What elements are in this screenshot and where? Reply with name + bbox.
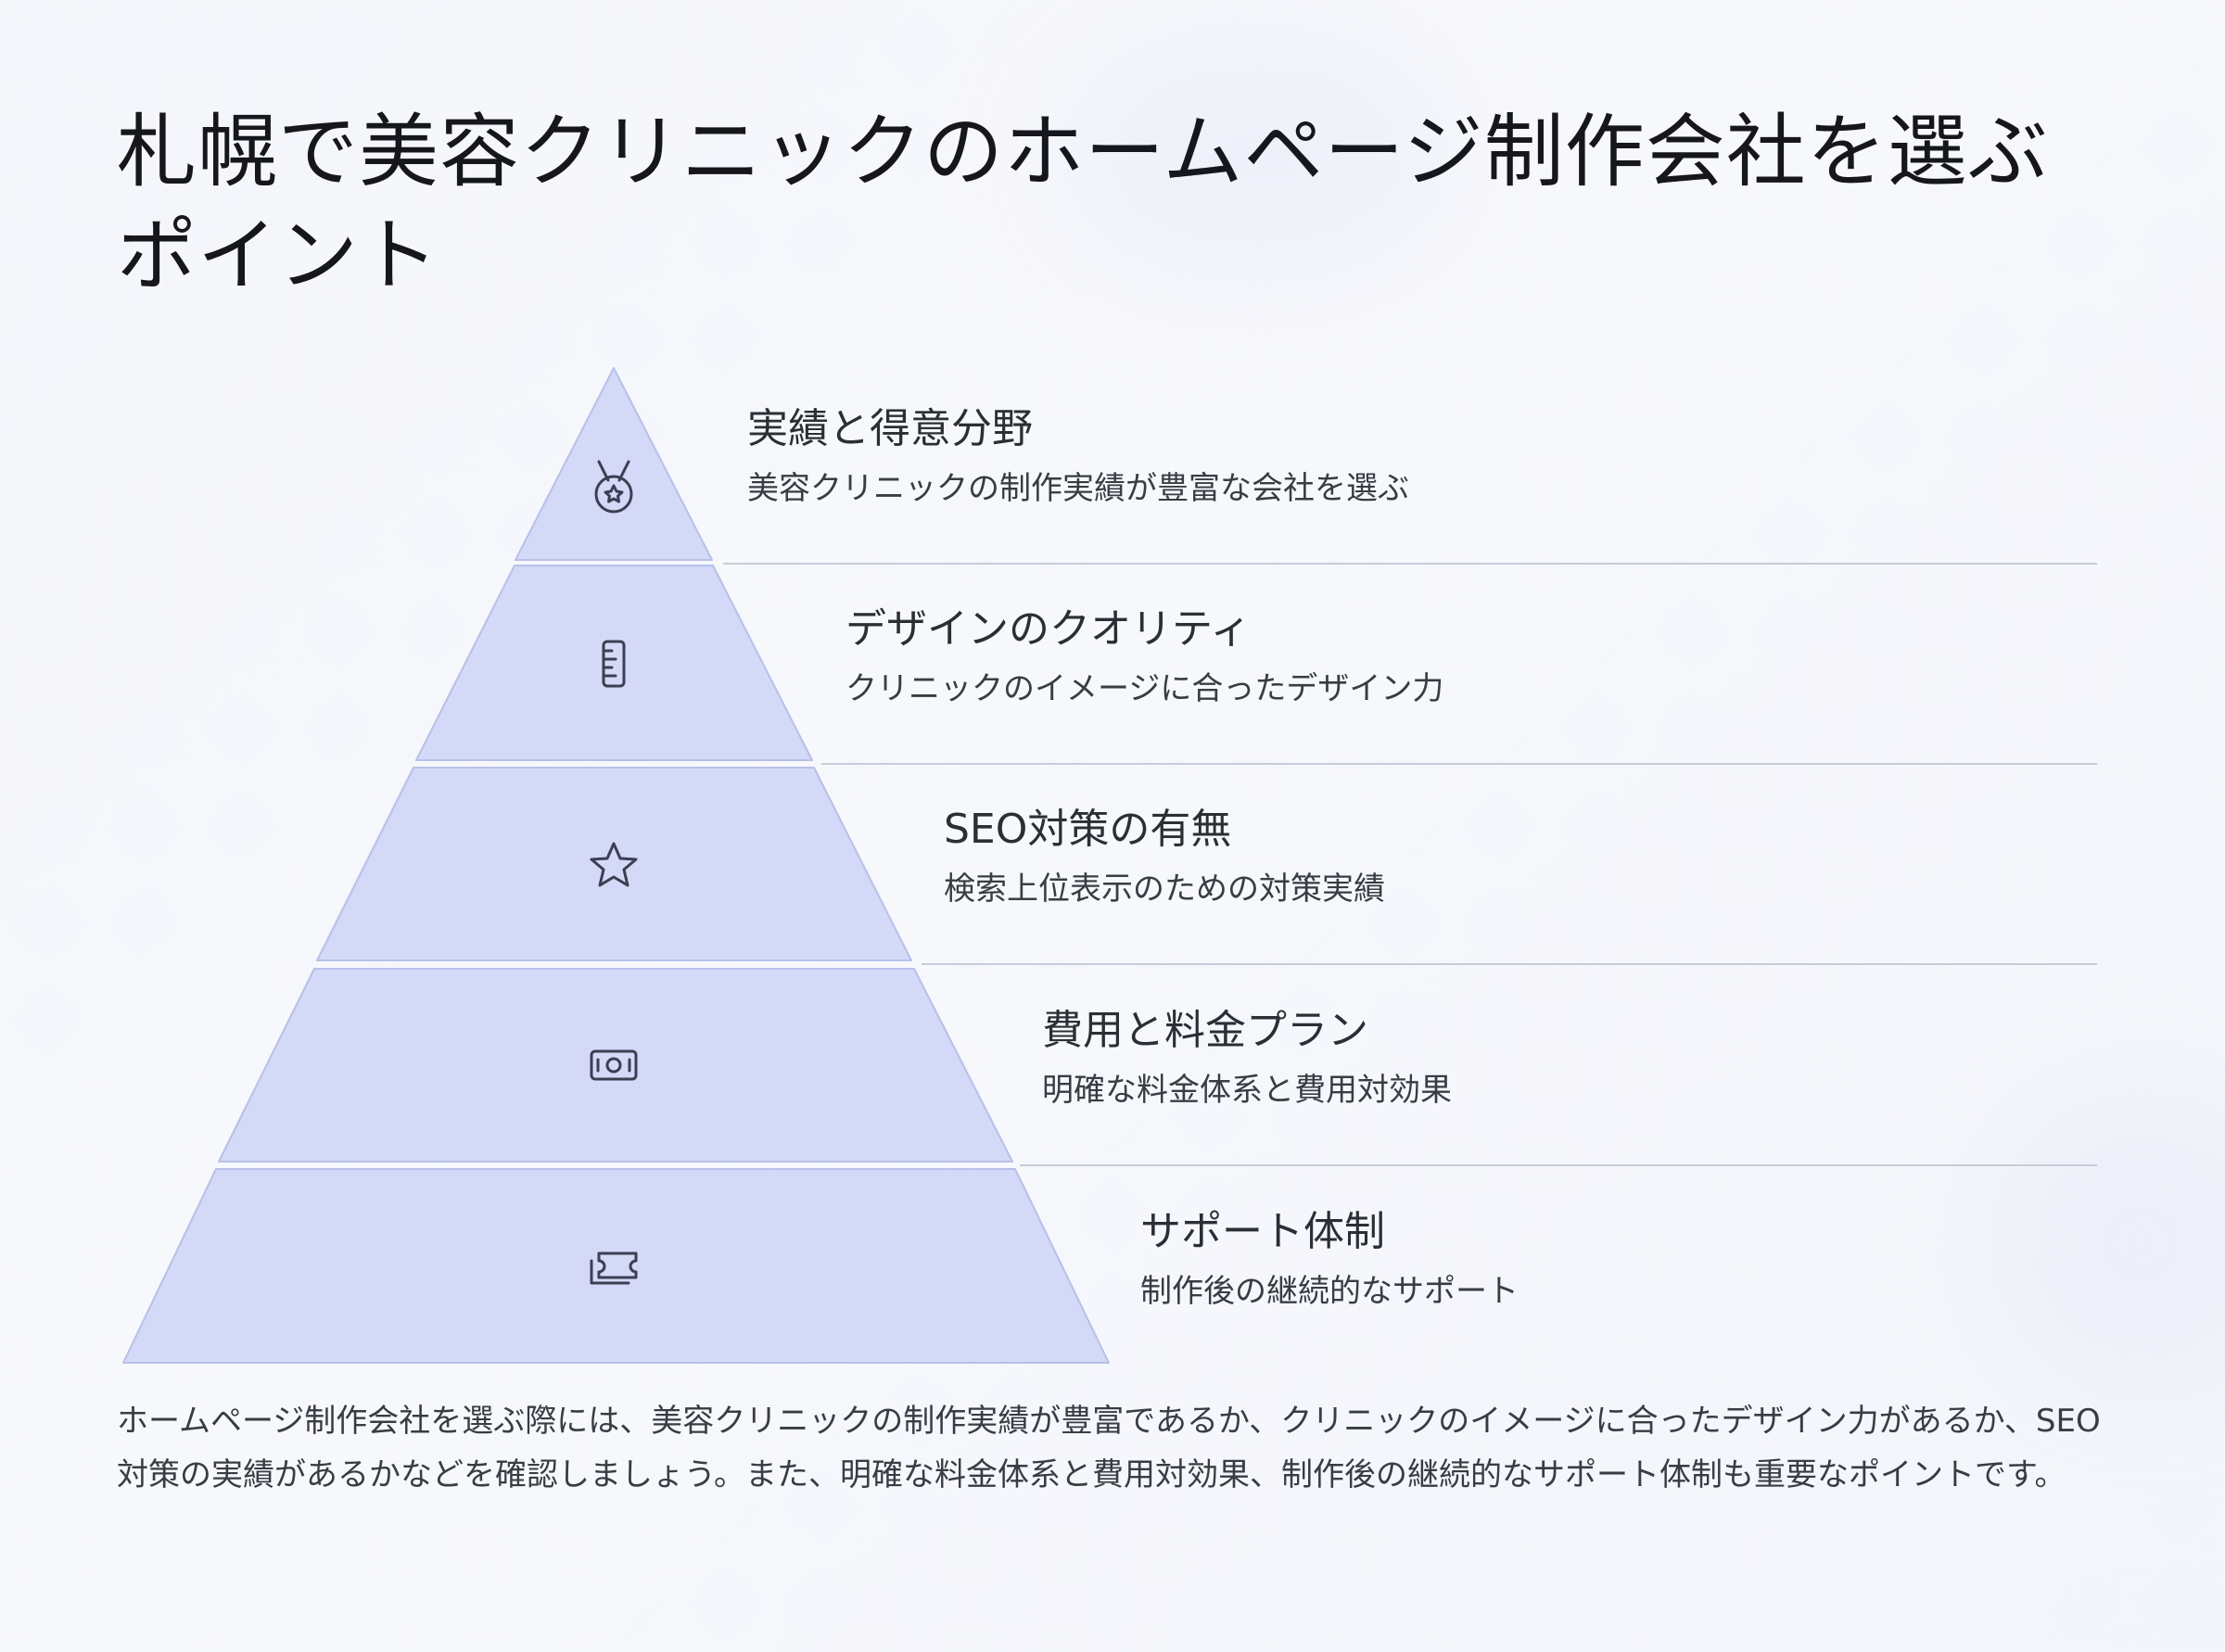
ruler-icon (602, 640, 626, 688)
tier-text-4: 費用と料金プラン 明確な料金体系と費用対効果 (1042, 1004, 1452, 1112)
tier-title: SEO対策の有無 (944, 806, 1232, 853)
pyramid-tier (218, 968, 2097, 1166)
tier-description: 美容クリニックの制作実績が豊富な会社を選ぶ (747, 470, 1409, 507)
tier-shape (415, 565, 813, 761)
medal-icon (594, 460, 633, 514)
background-glow (1066, 37, 1456, 278)
pyramid-tier (515, 367, 2097, 565)
tier-description: 制作後の継続的なサポート (1140, 1273, 1519, 1310)
tier-text-3: SEO対策の有無 検索上位表示のための対策実績 (944, 803, 1385, 910)
background-glow (1993, 1094, 2225, 1391)
star-icon (590, 842, 638, 887)
page-title: 札幌で美容クリニックのホームページ制作会社を選ぶポイント (117, 106, 2049, 302)
tier-title: 費用と料金プラン (1042, 1007, 1368, 1054)
tier-description: クリニックのイメージに合ったデザイン力 (846, 670, 1444, 707)
ticket-icon (590, 1252, 638, 1285)
summary-paragraph: ホームページ制作会社を選ぶ際には、美容クリニックの制作実績が豊富であるか、クリニ… (117, 1403, 2101, 1493)
tier-title: 実績と得意分野 (747, 405, 1033, 452)
tier-shape (515, 367, 713, 561)
banknote-icon (590, 1049, 638, 1081)
pyramid-tier (122, 1168, 1110, 1364)
pyramid-tier (316, 767, 2097, 965)
tier-title: サポート体制 (1140, 1208, 1385, 1255)
tier-text-2: デザインのクオリティ クリニックのイメージに合ったデザイン力 (846, 603, 1443, 710)
tier-description: 検索上位表示のための対策実績 (944, 870, 1385, 908)
tier-shape (122, 1168, 1110, 1364)
tier-shape (316, 767, 912, 961)
tier-title: デザインのクオリティ (846, 605, 1252, 653)
tier-shape (218, 968, 1013, 1163)
tier-text-1: 実績と得意分野 美容クリニックの制作実績が豊富な会社を選ぶ (747, 402, 1409, 510)
tier-text-5: サポート体制 制作後の継続的なサポート (1140, 1205, 1519, 1313)
tier-description: 明確な料金体系と費用対効果 (1042, 1072, 1452, 1109)
pyramid-tier (415, 565, 2097, 765)
